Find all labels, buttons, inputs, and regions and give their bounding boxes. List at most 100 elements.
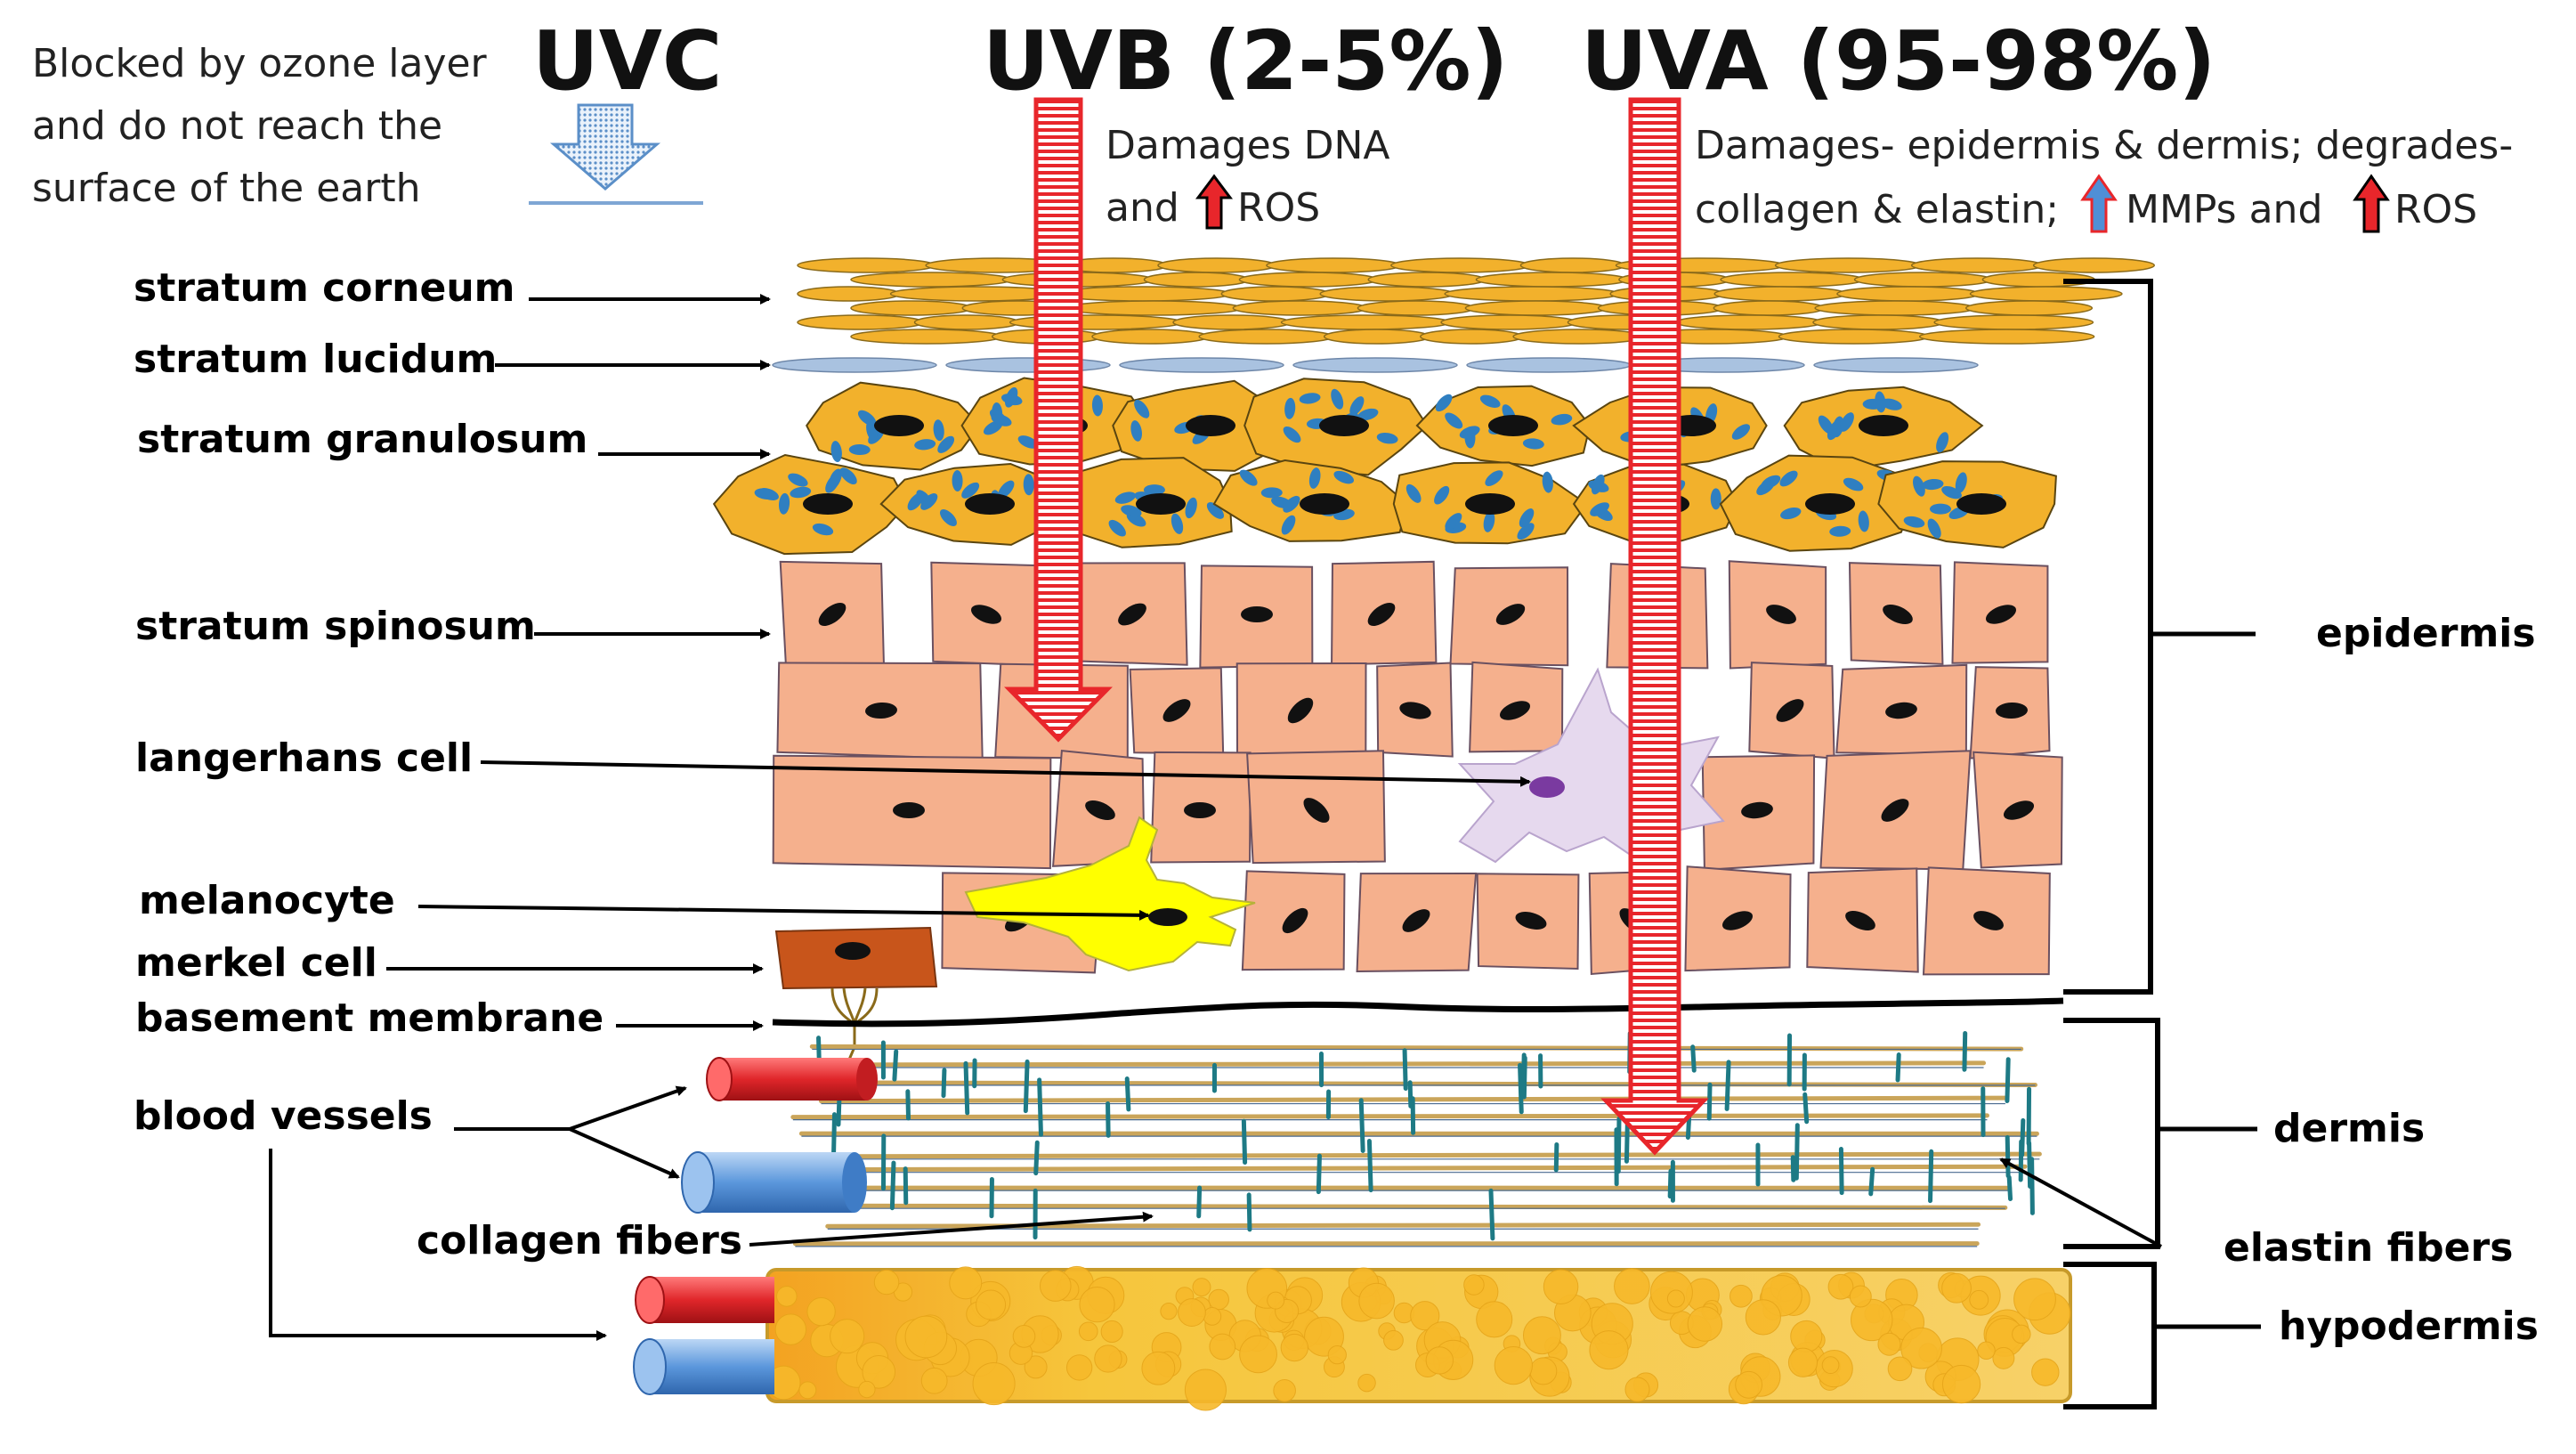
uvb-increase-arrow-icon [1198, 176, 1230, 228]
corneum-flake [1320, 287, 1454, 301]
fat-globule [1828, 1274, 1853, 1299]
corneum-flake [1357, 301, 1474, 315]
granular-cell [1068, 458, 1232, 548]
basement-membrane-line [773, 1001, 2063, 1024]
keratinocyte [1850, 563, 1942, 664]
right-labels: epidermis dermis elastin fibers hypoderm… [2001, 281, 2539, 1407]
fat-globule [921, 1368, 947, 1393]
corneum-flake [1144, 272, 1248, 287]
elastin-fiber [1796, 1125, 1797, 1179]
corneum-flake [1778, 329, 1928, 344]
label-stratum-spinosum: stratum spinosum [135, 604, 536, 649]
keratinocyte [1243, 871, 1345, 970]
uvb-note-line-2-suffix: ROS [1237, 185, 1320, 231]
elastin-fiber [1618, 1118, 1619, 1171]
epidermis-bracket [2063, 281, 2151, 992]
elastin-fiber [1871, 1169, 1873, 1194]
keratinocyte [1973, 752, 2062, 868]
keratinocyte [1151, 752, 1250, 863]
corneum-flake [1934, 315, 2093, 329]
corneum-flake [1676, 315, 1822, 329]
elastin-fiber [895, 1052, 896, 1079]
fat-globule [1942, 1365, 1980, 1402]
elastin-fiber [1036, 1142, 1038, 1173]
keratinocyte [1971, 667, 2050, 759]
elastin-fiber [966, 1063, 968, 1113]
fat-globule [1426, 1347, 1453, 1374]
fat-globule [1822, 1357, 1839, 1374]
fat-globule [973, 1363, 1015, 1405]
elastin-fiber [1805, 1094, 1807, 1121]
fat-globule [1625, 1377, 1649, 1401]
fat-globule [950, 1267, 982, 1299]
keratinocyte [1703, 755, 1814, 870]
elastin-fiber [1108, 1103, 1109, 1135]
label-stratum-corneum: stratum corneum [134, 265, 514, 311]
label-melanocyte: melanocyte [139, 878, 395, 923]
keratinocyte [1200, 565, 1312, 667]
corneum-flake [1815, 301, 1975, 315]
corneum-flake [1221, 287, 1329, 301]
corneum-flake [851, 272, 1011, 287]
corneum-flake [851, 301, 971, 315]
fat-globule [1850, 1286, 1871, 1307]
dermis-bracket [2063, 1020, 2158, 1247]
corneum-flake [1813, 315, 1943, 329]
lucidum-cell [1293, 358, 1457, 372]
keratinocyte [777, 662, 982, 759]
label-langerhans-cell: langerhans cell [135, 735, 473, 781]
granular-cell [1244, 378, 1427, 475]
corneum-flake [915, 315, 1019, 329]
fat-globule [1942, 1273, 1972, 1303]
corneum-flake [1324, 329, 1430, 344]
fat-globule [1281, 1334, 1308, 1361]
stratum-corneum-layer [798, 258, 2154, 344]
fat-globule [1095, 1345, 1122, 1372]
fat-globule [1477, 1302, 1512, 1337]
elastin-fiber [1491, 1190, 1493, 1238]
corneum-flake [798, 287, 900, 301]
corneum-flake [1714, 287, 1846, 301]
stratum-lucidum-layer [773, 358, 1978, 372]
fat-globule [777, 1287, 798, 1307]
uva-title: UVA (95-98%) [1581, 13, 2216, 109]
uva-note-line-2-mid: MMPs and [2126, 187, 2322, 232]
fat-globule [1464, 1275, 1485, 1296]
keratinocyte [1807, 868, 1917, 971]
granular-cell [1878, 461, 2056, 548]
keratinocyte [1451, 567, 1568, 665]
fat-globule [1209, 1289, 1228, 1309]
fat-globule [1615, 1269, 1650, 1304]
fat-globule [2032, 1359, 2059, 1385]
corneum-flake [1970, 287, 2121, 301]
label-stratum-granulosum: stratum granulosum [137, 417, 587, 462]
corneum-flake [1233, 301, 1366, 315]
uvb-title: UVB (2-5%) [983, 13, 1509, 109]
label-blood-vessels: blood vessels [134, 1093, 433, 1139]
elastin-fiber [1410, 1083, 1411, 1107]
granular-cell [1417, 386, 1590, 466]
fat-globule [1328, 1346, 1346, 1364]
keratinocyte [1377, 662, 1453, 756]
fat-globule [2014, 1279, 2056, 1320]
corneum-flake [1368, 272, 1485, 287]
elastin-fiber [1931, 1151, 1932, 1200]
corneum-flake [1441, 315, 1576, 329]
uva-mmp-increase-arrow-icon [2083, 176, 2115, 232]
granular-cell [1214, 460, 1407, 541]
corneum-flake [1239, 272, 1377, 287]
elastin-fiber [1693, 1047, 1695, 1070]
stratum-granulosum-layer [714, 378, 2056, 555]
elastin-fiber [1670, 1171, 1671, 1196]
elastin-fiber [2007, 1137, 2008, 1175]
corneum-flake [1920, 329, 2094, 344]
dermis-artery [707, 1058, 878, 1101]
lucidum-cell [1814, 358, 1978, 372]
fat-globule [905, 1316, 947, 1358]
fat-globule [1274, 1380, 1296, 1402]
merkel-cell [776, 928, 936, 1060]
keratinocyte [1130, 668, 1224, 753]
corneum-flake [1713, 301, 1824, 315]
fat-globule [807, 1297, 835, 1325]
